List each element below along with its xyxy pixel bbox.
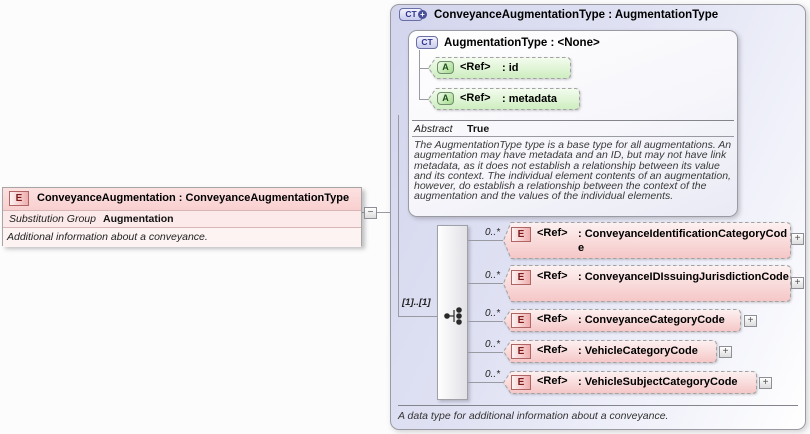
- element-ref-conveyance-identification-category-code[interactable]: E <Ref> : ConveyanceIdentificationCatego…: [503, 222, 791, 259]
- collapse-toggle[interactable]: −: [364, 207, 377, 219]
- ref-label: <Ref>: [460, 92, 491, 104]
- attribute-name: : metadata: [502, 93, 558, 105]
- element-ref-conveyance-category-code[interactable]: E <Ref> : ConveyanceCategoryCode: [503, 309, 741, 332]
- cardinality-label: [1]..[1]: [402, 297, 431, 308]
- element-node-header: [3, 188, 361, 210]
- sequence-compositor[interactable]: [437, 225, 468, 400]
- expand-toggle[interactable]: +: [791, 233, 804, 245]
- connector-line: [419, 99, 429, 100]
- base-type-box[interactable]: [408, 30, 738, 217]
- connector-line: [398, 115, 399, 316]
- element-documentation: Additional information about a conveyanc…: [7, 231, 208, 243]
- attribute-name: : id: [502, 62, 519, 74]
- ref-label: <Ref>: [537, 375, 568, 387]
- attribute-ref-metadata[interactable]: A <Ref> : metadata: [428, 88, 580, 110]
- occurrence-label: 0..*: [484, 227, 500, 238]
- complex-type-icon: CT: [416, 36, 438, 49]
- occurrence-label: 0..*: [484, 308, 500, 319]
- occurrence-label: 0..*: [484, 270, 500, 281]
- connector-line: [468, 321, 503, 322]
- substitution-group-row: Substitution Group Augmentation: [3, 210, 361, 227]
- connector-line: [468, 283, 503, 284]
- substitution-group-label: Substitution Group: [9, 213, 96, 225]
- element-icon: E: [511, 227, 531, 242]
- connector-line: [419, 50, 420, 99]
- base-type-title: AugmentationType : <None>: [444, 37, 600, 49]
- element-icon: E: [511, 313, 531, 328]
- attribute-ref-id[interactable]: A <Ref> : id: [428, 57, 571, 79]
- substitution-group-value: Augmentation: [103, 213, 174, 225]
- connector-line: [468, 382, 503, 383]
- separator-line: [398, 405, 798, 406]
- ref-label: <Ref>: [537, 227, 568, 239]
- element-name: : VehicleCategoryCode: [578, 345, 698, 357]
- element-node-title: ConveyanceAugmentation : ConveyanceAugme…: [37, 192, 350, 204]
- element-icon: E: [511, 344, 531, 359]
- ref-label: <Ref>: [460, 61, 491, 73]
- attribute-icon: A: [437, 61, 454, 74]
- connector-line: [398, 316, 437, 317]
- element-icon: E: [511, 375, 531, 390]
- element-name: : ConveyanceIDIssuingJurisdictionCode: [578, 271, 789, 283]
- base-type-documentation: The AugmentationType type is a base type…: [414, 139, 732, 203]
- element-ref-conveyance-id-issuing-jurisdiction-code[interactable]: E <Ref> : ConveyanceIDIssuingJurisdictio…: [503, 265, 791, 302]
- connector-line: [468, 352, 503, 353]
- occurrence-label: 0..*: [484, 339, 500, 350]
- element-documentation-row: Additional information about a conveyanc…: [3, 227, 361, 247]
- connector-line: [468, 240, 503, 241]
- expand-toggle[interactable]: +: [791, 277, 804, 289]
- plus-badge-icon: +: [418, 10, 427, 19]
- type-panel-title: ConveyanceAugmentationType : Augmentatio…: [434, 9, 719, 21]
- element-name: : VehicleSubjectCategoryCode: [578, 376, 738, 388]
- separator-line: [412, 120, 734, 121]
- element-icon: E: [511, 270, 531, 285]
- element-name: : ConveyanceIdentificationCategoryCode: [578, 228, 788, 254]
- expand-toggle[interactable]: +: [744, 315, 757, 327]
- element-ref-vehicle-subject-category-code[interactable]: E <Ref> : VehicleSubjectCategoryCode: [503, 371, 757, 394]
- element-icon: E: [9, 191, 29, 206]
- abstract-value: True: [467, 123, 490, 135]
- element-ref-vehicle-category-code[interactable]: E <Ref> : VehicleCategoryCode: [503, 340, 717, 363]
- expand-toggle[interactable]: +: [759, 377, 772, 389]
- expand-toggle[interactable]: +: [719, 346, 732, 358]
- element-name: : ConveyanceCategoryCode: [578, 314, 725, 326]
- abstract-label: Abstract: [414, 123, 453, 135]
- ref-label: <Ref>: [537, 344, 568, 356]
- element-node-conveyance-augmentation[interactable]: E ConveyanceAugmentation : ConveyanceAug…: [2, 187, 362, 247]
- separator-line: [412, 136, 734, 137]
- occurrence-label: 0..*: [484, 369, 500, 380]
- attribute-icon: A: [437, 92, 454, 105]
- type-documentation: A data type for additional information a…: [398, 410, 669, 422]
- ref-label: <Ref>: [537, 270, 568, 282]
- ref-label: <Ref>: [537, 313, 568, 325]
- sequence-icon: [444, 307, 462, 325]
- connector-line: [419, 68, 429, 69]
